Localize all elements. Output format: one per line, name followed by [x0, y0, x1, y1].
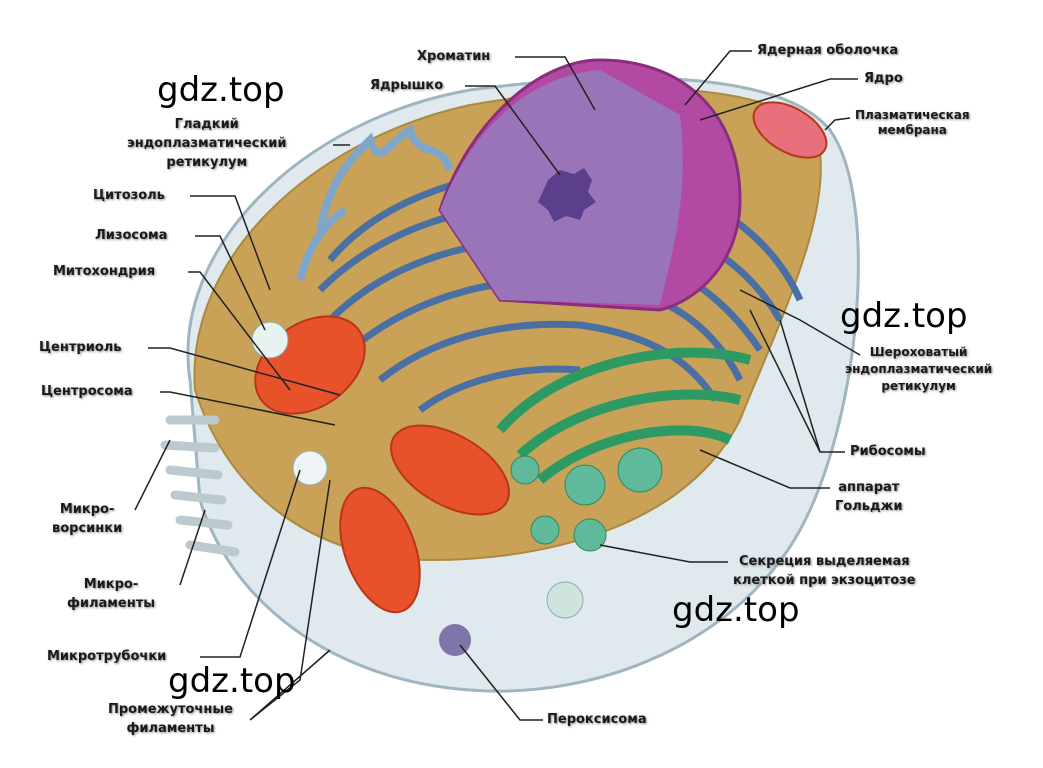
label-centriole: Центриоль	[39, 340, 122, 355]
label-line: Микро-	[59, 502, 115, 517]
nucleolus	[538, 168, 596, 222]
label-line: ворсинки	[52, 521, 123, 536]
label-line: Промежуточные	[108, 702, 233, 717]
label-centrosome: Центросома	[41, 384, 133, 399]
mitochondria	[254, 101, 828, 614]
label-line: аппарат	[838, 480, 900, 495]
label-line: клеткой при экзоцитозе	[733, 573, 916, 588]
microvilli	[160, 415, 240, 557]
label-line: Гольджи	[835, 499, 903, 514]
label-peroxisome: Пероксисома	[547, 712, 647, 727]
label-line: Плазматическая	[855, 108, 970, 122]
label-secretion: Секреция выделяемая клеткой при экзоцито…	[733, 552, 916, 590]
peroxisome	[439, 624, 471, 656]
label-mitochondrion: Митохондрия	[53, 264, 156, 279]
label-nucleolus: Ядрышко	[370, 78, 444, 93]
label-line: филаменты	[67, 596, 156, 611]
label-line: Секреция выделяемая	[738, 554, 910, 569]
label-line: ретикулум	[881, 379, 956, 393]
label-plasma-membrane: Плазматическая мембрана	[855, 108, 970, 138]
leader-lines	[134, 50, 861, 721]
label-line: Микро-	[83, 577, 139, 592]
watermark: gdz.top	[168, 661, 296, 701]
label-line: Гладкий	[174, 117, 239, 132]
label-microfilaments: Микро- филаменты	[67, 575, 155, 613]
label-nucleus: Ядро	[864, 71, 903, 86]
smooth-er	[296, 124, 454, 281]
label-ribosomes: Рибосомы	[850, 444, 926, 459]
label-smooth-er: Гладкий эндоплазматический ретикулум	[127, 115, 286, 172]
label-rough-er: Шероховатый эндоплазматический ретикулум	[845, 344, 992, 395]
watermark: gdz.top	[840, 296, 968, 336]
watermark: gdz.top	[672, 590, 800, 630]
label-line: эндоплазматический	[845, 362, 993, 376]
label-nuclear-envelope: Ядерная оболочка	[757, 43, 899, 58]
vesicles	[510, 447, 663, 552]
label-chromatin: Хроматин	[417, 49, 491, 64]
label-microtubules: Микротрубочки	[47, 649, 167, 664]
label-intermediate-filaments: Промежуточные филаменты	[108, 700, 233, 738]
label-line: филаменты	[126, 721, 215, 736]
label-golgi: аппарат Гольджи	[835, 478, 903, 516]
secretory-vesicle	[546, 581, 584, 619]
label-line: эндоплазматический	[127, 136, 287, 151]
label-line: мембрана	[877, 123, 947, 137]
label-lysosome: Лизосома	[95, 228, 168, 243]
golgi-apparatus	[496, 347, 752, 484]
label-cytosol: Цитозоль	[93, 188, 165, 203]
centrosome-sphere	[292, 450, 328, 486]
label-line: ретикулум	[166, 155, 248, 170]
watermark: gdz.top	[157, 70, 285, 110]
label-microvilli: Микро- ворсинки	[52, 500, 122, 538]
lysosome	[251, 321, 289, 359]
label-line: Шероховатый	[869, 345, 968, 359]
